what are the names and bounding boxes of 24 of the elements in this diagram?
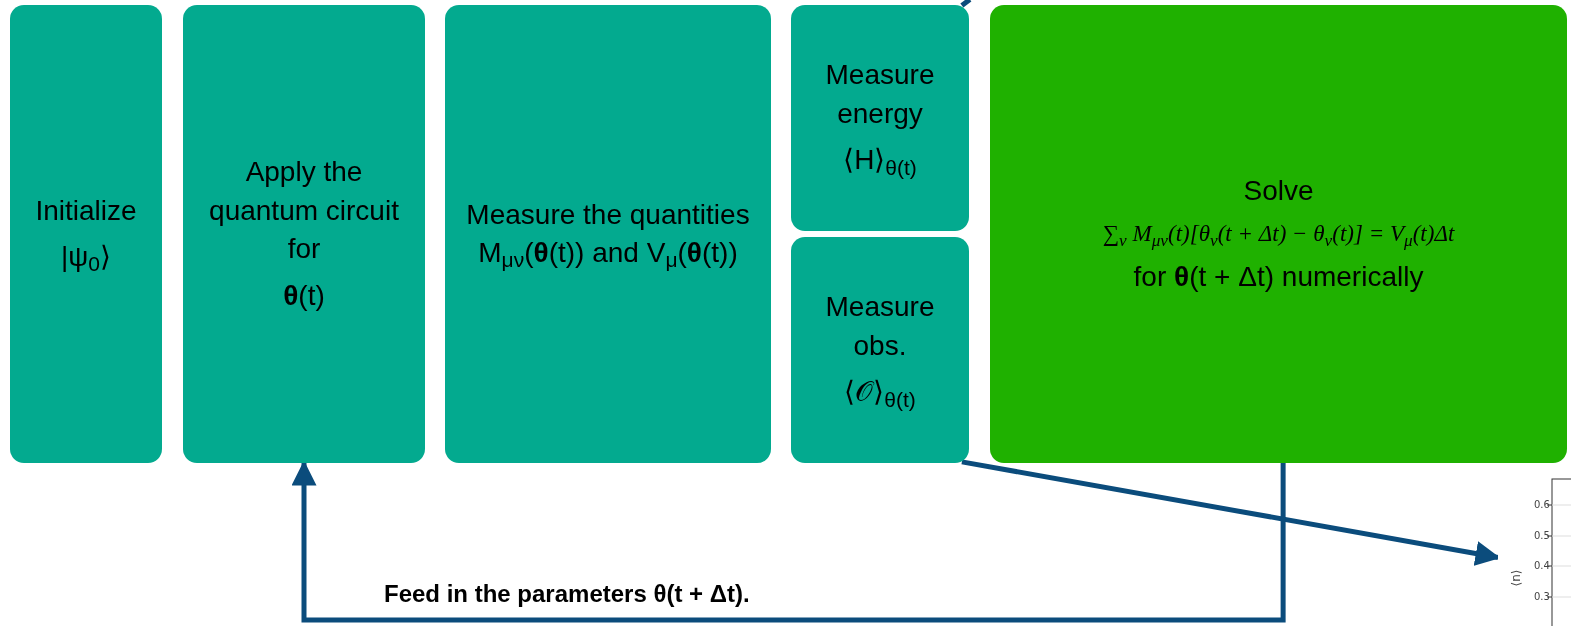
process-box — [10, 5, 162, 463]
axis-tick-label: 0.5 — [1534, 531, 1550, 541]
step-text: Measure energy — [824, 58, 936, 131]
step-text: for θ(t + Δt) numerically — [1133, 259, 1424, 294]
step-text: θ(t) — [283, 278, 325, 313]
connector-line — [960, 0, 972, 8]
step-text: ⟨H⟩$_{θ(t)}$ — [843, 143, 917, 180]
step-text: ∑$_{ν}$ M$_{μν}$(t)[θ$_{ν}$(t + Δt) − θ$_{ν}$(t)] = V$_{μ}$(t)Δt — [1102, 220, 1455, 250]
axis-tick-label: 0.3 — [1534, 592, 1550, 602]
arrow — [291, 460, 1286, 623]
axis-label: ⟨n⟩ — [1510, 569, 1523, 587]
step-text: Initialize — [35, 193, 137, 228]
step-text: ⟨𝒪⟩$_{θ(t)}$ — [844, 375, 916, 412]
step-text: Solve — [1243, 173, 1314, 208]
process-box — [990, 5, 1567, 463]
process-box — [791, 237, 969, 463]
process-box — [445, 5, 771, 463]
step-text: Measure the quantities M$_{μν}$(θ(t)) and V$_{μ}$(θ(t)) — [465, 197, 751, 273]
process-box — [791, 5, 969, 231]
process-box — [183, 5, 425, 463]
axis-tick-label: 0.6 — [1534, 500, 1550, 510]
axis-tick-label: 0.4 — [1534, 561, 1550, 571]
step-text: |ψ$_{0}$⟩ — [61, 240, 111, 277]
step-text: Measure obs. — [824, 290, 936, 363]
